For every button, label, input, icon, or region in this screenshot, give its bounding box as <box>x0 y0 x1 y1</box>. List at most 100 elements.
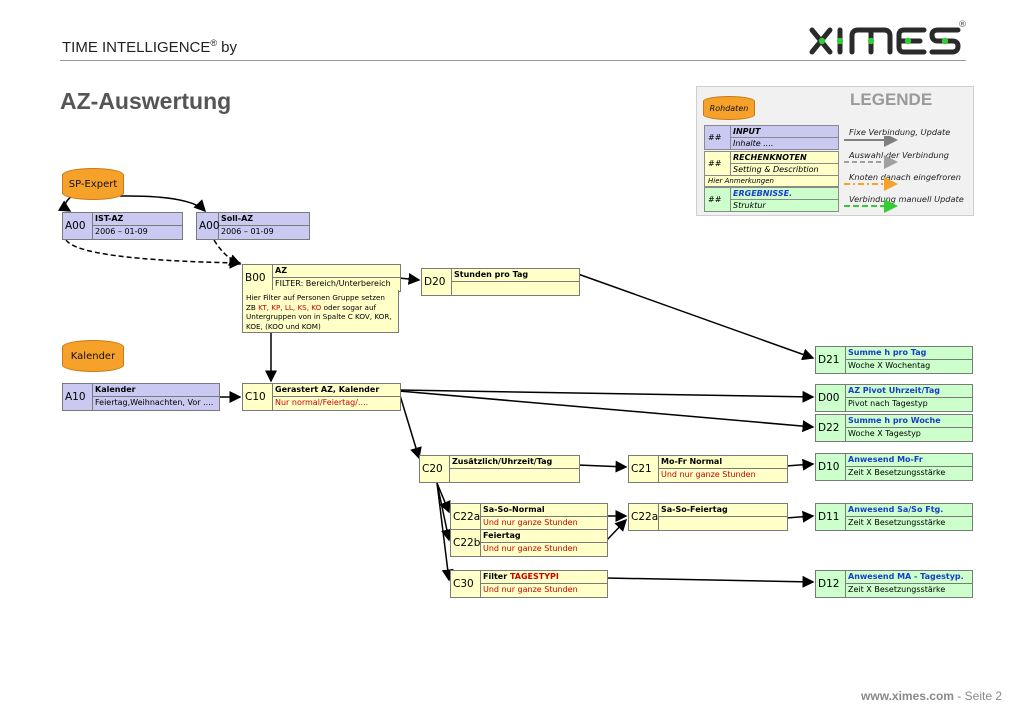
page-number: Seite 2 <box>964 689 1002 703</box>
note-text-rest: oder sogar auf Untergruppen von in Spalt… <box>246 302 392 331</box>
node-d11-anwesend-sa-so[interactable]: D11 Anwesend Sa/So Ftg.Zeit X Besetzungs… <box>815 503 973 531</box>
legend-line-manual-label: Verbindung manuell Update <box>849 194 964 204</box>
node-title: Soll-AZ <box>219 213 309 226</box>
node-title: Anwesend Sa/So Ftg. <box>846 504 972 517</box>
node-subtitle: Zeit X Besetzungsstärke <box>848 468 946 477</box>
source-sp-expert[interactable]: SP-Expert <box>62 168 124 200</box>
edge-b00-d20 <box>398 272 421 285</box>
node-id: D22 <box>816 415 846 441</box>
logo-registered-mark: ® <box>958 20 967 30</box>
legend-calc-desc: Setting & Describtion <box>733 165 819 174</box>
header-title: TIME INTELLIGENCE® by <box>62 38 237 56</box>
edge-c10-d22 <box>398 390 815 433</box>
node-subtitle: 2006 – 01-09 <box>221 227 274 236</box>
footer-url[interactable]: www.ximes.com <box>861 689 954 703</box>
note-text: Hier Filter auf Personen Gruppe setzen Z… <box>246 293 385 312</box>
node-subtitle: Woche X Tagestyp <box>848 429 921 438</box>
node-id: D20 <box>422 269 452 295</box>
node-id: C22b <box>451 530 481 556</box>
legend-line-frozen-label: Knoten danach eingefroren <box>849 172 961 182</box>
header-by: by <box>217 39 238 56</box>
node-title-prefix: Filter <box>483 572 510 581</box>
node-title: Stunden pro Tag <box>452 269 579 282</box>
edge-spexpert-a00soll <box>119 195 207 213</box>
legend-title: LEGENDE <box>850 90 933 109</box>
node-id: A10 <box>63 384 93 410</box>
node-subtitle: Und nur ganze Stunden <box>483 585 578 594</box>
node-subtitle <box>659 517 787 529</box>
edge-c20-c30 <box>436 482 454 582</box>
node-id: C22a <box>629 504 659 530</box>
node-id: D00 <box>816 385 846 411</box>
node-id: D11 <box>816 504 846 530</box>
node-c22a-sa-so-feiertag[interactable]: C22a Sa-So-Feiertag <box>628 503 788 531</box>
node-id: A00 <box>63 213 93 239</box>
node-id: C30 <box>451 571 481 597</box>
node-id: D21 <box>816 347 846 373</box>
node-title: Zusätzlich/Uhrzeit/Tag <box>450 456 579 469</box>
legend-calc-label: RECHENKNOTEN <box>731 152 838 164</box>
node-c20-zusaetzlich[interactable]: C20 Zusätzlich/Uhrzeit/Tag <box>419 455 580 483</box>
node-title: AZ Pivot Uhrzeit/Tag <box>846 385 972 398</box>
legend-input-label: INPUT <box>731 126 838 138</box>
node-id: B00 <box>243 265 273 291</box>
legend-hash: ## <box>705 126 731 149</box>
node-d12-anwesend-ma-tagestyp[interactable]: D12 Anwesend MA - Tagestyp.Zeit X Besetz… <box>815 570 973 598</box>
node-subtitle <box>450 469 579 481</box>
node-subtitle: Nur normal/Feiertag/.... <box>275 398 369 407</box>
node-subtitle <box>452 282 579 294</box>
ximes-logo: ® <box>808 20 970 64</box>
node-title: Anwesend Mo-Fr <box>846 454 972 467</box>
source-kalender[interactable]: Kalender <box>62 340 124 372</box>
node-title: Sa-So-Feiertag <box>659 504 787 517</box>
legend-line-fixed-label: Fixe Verbindung, Update <box>849 127 951 137</box>
edge-c20-c22a <box>436 482 451 514</box>
node-b00-note: Hier Filter auf Personen Gruppe setzen Z… <box>242 290 399 333</box>
legend-result-desc: Struktur <box>733 201 766 210</box>
node-title: Kalender <box>93 384 219 397</box>
node-subtitle: Feiertag,Weihnachten, Vor .... <box>95 398 214 407</box>
legend-hash: ## <box>705 152 731 175</box>
node-title: AZ <box>273 265 400 278</box>
edge-d20-d21 <box>577 273 815 361</box>
node-subtitle: 2006 – 01-09 <box>95 227 148 236</box>
legend-calc-note: Hier Anmerkungen <box>708 177 774 185</box>
edge-c20-c21 <box>577 460 628 473</box>
legend-rohdaten: Rohdaten <box>703 96 755 120</box>
node-d20-stunden-pro-tag[interactable]: D20 Stunden pro Tag <box>421 268 580 296</box>
header-divider <box>60 60 966 61</box>
node-id: C20 <box>420 456 450 482</box>
legend-result-label: ERGEBNISSE. <box>731 188 838 200</box>
edge-c20-c22b <box>436 482 453 542</box>
edge-c10-c20 <box>398 391 422 460</box>
brand-name: TIME INTELLIGENCE <box>62 39 211 56</box>
footer: www.ximes.com - Seite 2 <box>861 689 1002 703</box>
node-subtitle: Und nur ganze Stunden <box>661 470 756 479</box>
node-id: C22a <box>451 504 481 530</box>
edge-c22ar-d11 <box>785 510 815 523</box>
edge-a00ist-b00 <box>65 239 242 269</box>
node-id: D10 <box>816 454 846 480</box>
node-subtitle: Pivot nach Tagestyp <box>848 399 928 408</box>
node-title: Feiertag <box>481 530 607 543</box>
edge-c30-d12 <box>605 575 815 588</box>
footer-separator: - <box>953 689 965 703</box>
node-subtitle: Und nur ganze Stunden <box>483 518 578 527</box>
node-id: C10 <box>243 384 273 410</box>
node-id: D12 <box>816 571 846 597</box>
